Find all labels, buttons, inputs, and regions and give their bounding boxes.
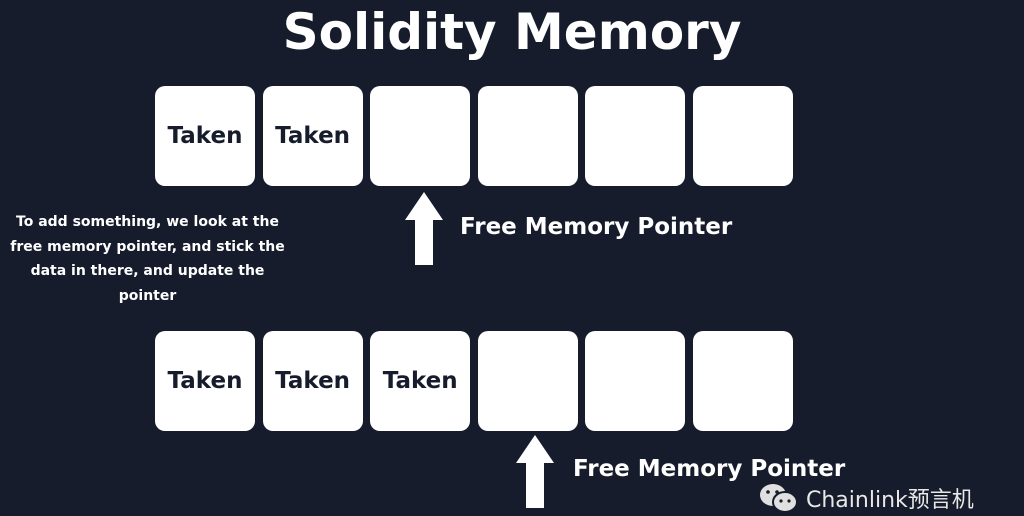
memory-row-before: Taken Taken <box>155 86 793 186</box>
memory-slot <box>585 331 686 431</box>
memory-slot: Taken <box>155 331 255 431</box>
memory-slot: Taken <box>262 331 363 431</box>
memory-slot: Taken <box>370 331 471 431</box>
up-arrow-icon <box>405 192 443 265</box>
memory-slot <box>585 86 686 186</box>
page-title: Solidity Memory <box>282 3 742 61</box>
memory-slot <box>370 86 471 186</box>
up-arrow-icon <box>516 435 554 508</box>
watermark: Chainlink预言机 <box>758 482 974 514</box>
wechat-icon <box>760 484 798 513</box>
memory-row-after: Taken Taken Taken <box>155 331 793 431</box>
free-memory-pointer-label: Free Memory Pointer <box>460 214 733 240</box>
memory-slot <box>477 331 578 431</box>
memory-slot <box>477 86 578 186</box>
memory-slot <box>692 86 793 186</box>
memory-slot <box>692 331 793 431</box>
memory-slot: Taken <box>155 86 255 186</box>
watermark-text: Chainlink预言机 <box>806 488 974 513</box>
explanation-text: To add something, we look at the free me… <box>10 214 285 304</box>
memory-slot: Taken <box>262 86 363 186</box>
free-memory-pointer-label: Free Memory Pointer <box>573 456 846 482</box>
